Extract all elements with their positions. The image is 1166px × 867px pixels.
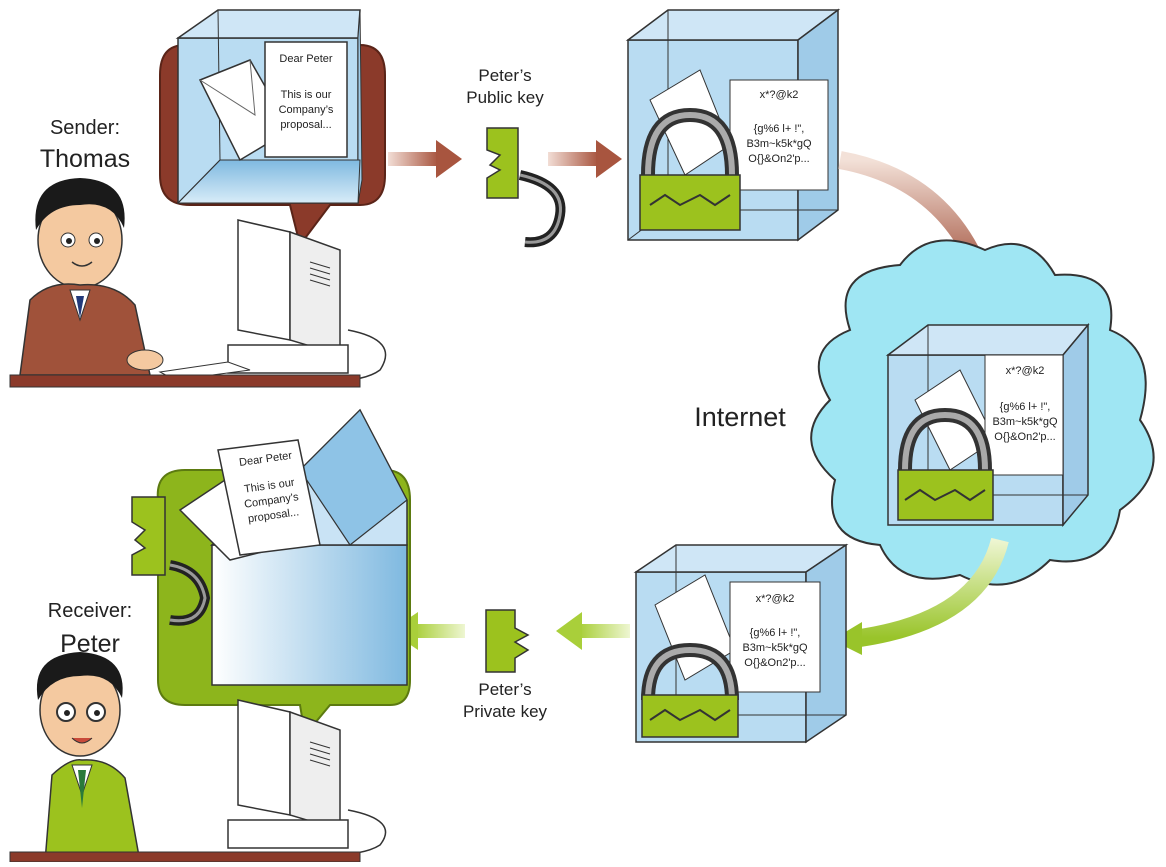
receiver-open-cube — [178, 408, 408, 686]
encrypted-cube-cloud — [885, 322, 1090, 528]
sender-letter-body-2: Company’s — [278, 104, 334, 116]
cipher-bottom-line3: B3m~k5k*gQ — [742, 642, 808, 654]
public-key-label-line2: Public key — [466, 88, 544, 107]
cipher-top-line2: {g%6 l+ !", — [753, 123, 805, 135]
cipher-bottom-line2: {g%6 l+ !", — [749, 627, 801, 639]
receiver-role-label: Receiver: — [47, 600, 133, 622]
cipher-cloud-line3: B3m~k5k*gQ — [992, 416, 1058, 428]
sender-person — [19, 178, 164, 376]
receiver-desk — [9, 851, 361, 863]
internet-label: Internet — [694, 402, 786, 432]
arrow-to-encrypted-cube — [548, 140, 622, 178]
cipher-bottom-line1: x*?@k2 — [755, 593, 795, 605]
cipher-cloud-line1: x*?@k2 — [1005, 365, 1045, 377]
sender-letter-body-1: This is our — [280, 89, 332, 101]
arrow-to-private-key — [556, 612, 630, 650]
cipher-bottom-line4: O{}&On2'p... — [744, 657, 806, 669]
cipher-top-line3: B3m~k5k*gQ — [746, 138, 812, 150]
public-key-label-line1: Peter’s — [478, 66, 532, 85]
sender-letter-salutation: Dear Peter — [279, 53, 333, 65]
sender-computer — [158, 219, 387, 382]
private-key-label-line1: Peter’s — [478, 680, 532, 699]
private-key-label-line2: Private key — [462, 702, 548, 721]
sender-letter — [264, 41, 348, 158]
public-key-icon — [486, 127, 566, 248]
cipher-top-line1: x*?@k2 — [759, 89, 799, 101]
sender-role-label: Sender: — [49, 117, 121, 139]
encrypted-cube-top — [625, 8, 841, 242]
cipher-cloud-line2: {g%6 l+ !", — [999, 401, 1051, 413]
receiver-name-label: Peter — [60, 630, 120, 658]
encrypted-cube-bottom — [633, 543, 849, 744]
private-key-icon — [485, 609, 530, 673]
receiver-computer — [227, 699, 387, 857]
sender-letter-body-3: proposal... — [280, 119, 332, 131]
arrow-to-public-key — [388, 140, 462, 178]
sender-desk — [9, 374, 361, 388]
arrow-from-internet — [832, 537, 1009, 655]
receiver-letter-text: Dear Peter This is our Company’s proposa… — [225, 447, 314, 529]
cipher-cloud-line4: O{}&On2'p... — [994, 431, 1056, 443]
sender-name-label: Thomas — [39, 145, 131, 173]
receiver-person — [36, 652, 141, 863]
cipher-top-line4: O{}&On2'p... — [748, 153, 810, 165]
receiver-key-lock — [131, 496, 211, 626]
